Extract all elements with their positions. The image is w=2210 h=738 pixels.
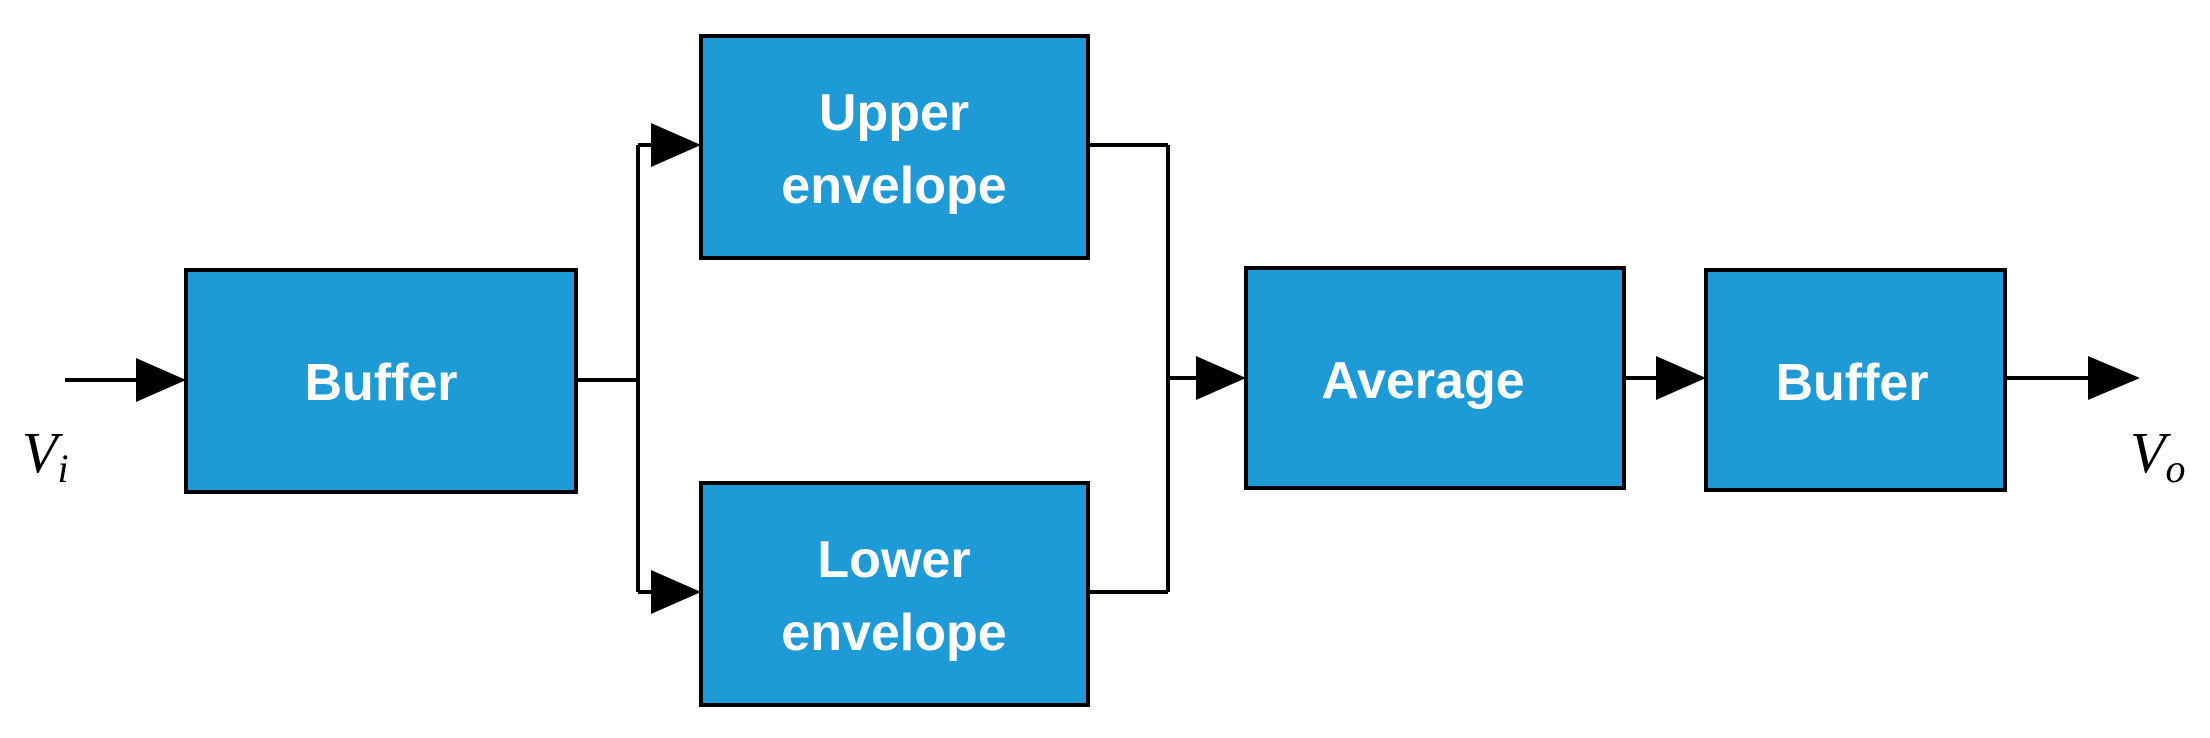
block-buffer-output-label: Buffer [1775,354,1928,412]
block-upper-envelope-label-line2: envelope [781,157,1006,215]
block-buffer-output: Buffer [1704,268,2007,492]
arrowheads [136,123,2140,614]
average-arrowhead [1196,356,1246,400]
block-lower-envelope-label-line2: envelope [781,604,1006,662]
input-label: Vi [22,420,69,491]
upper-arrowhead [651,123,701,167]
block-buffer-output-box [1704,268,2007,492]
block-upper-envelope: Upper envelope [699,34,1090,260]
block-buffer-input-box [184,268,578,494]
wires [65,143,2090,594]
lower-arrowhead [651,570,701,614]
block-average-label: Average [1321,352,1524,410]
output-label-main: V [2130,420,2172,485]
block-buffer-input-label: Buffer [304,354,457,412]
output-arrowhead [2088,356,2140,400]
input-label-sub: i [57,446,68,491]
block-average-box [1244,266,1626,490]
block-lower-envelope: Lower envelope [699,481,1090,707]
block-upper-envelope-box [699,34,1090,260]
input-label-main: V [22,420,64,485]
block-lower-envelope-box [699,481,1090,707]
output-label-sub: o [2165,446,2185,491]
output-label: Vo [2130,420,2185,491]
block-upper-envelope-label-line1: Upper [819,84,969,142]
block-average: Average [1244,266,1626,490]
input-arrowhead [136,358,186,402]
block-buffer-input: Buffer [184,268,578,494]
block-lower-envelope-label-line1: Lower [817,531,970,589]
buffer-out-arrowhead [1656,356,1706,400]
